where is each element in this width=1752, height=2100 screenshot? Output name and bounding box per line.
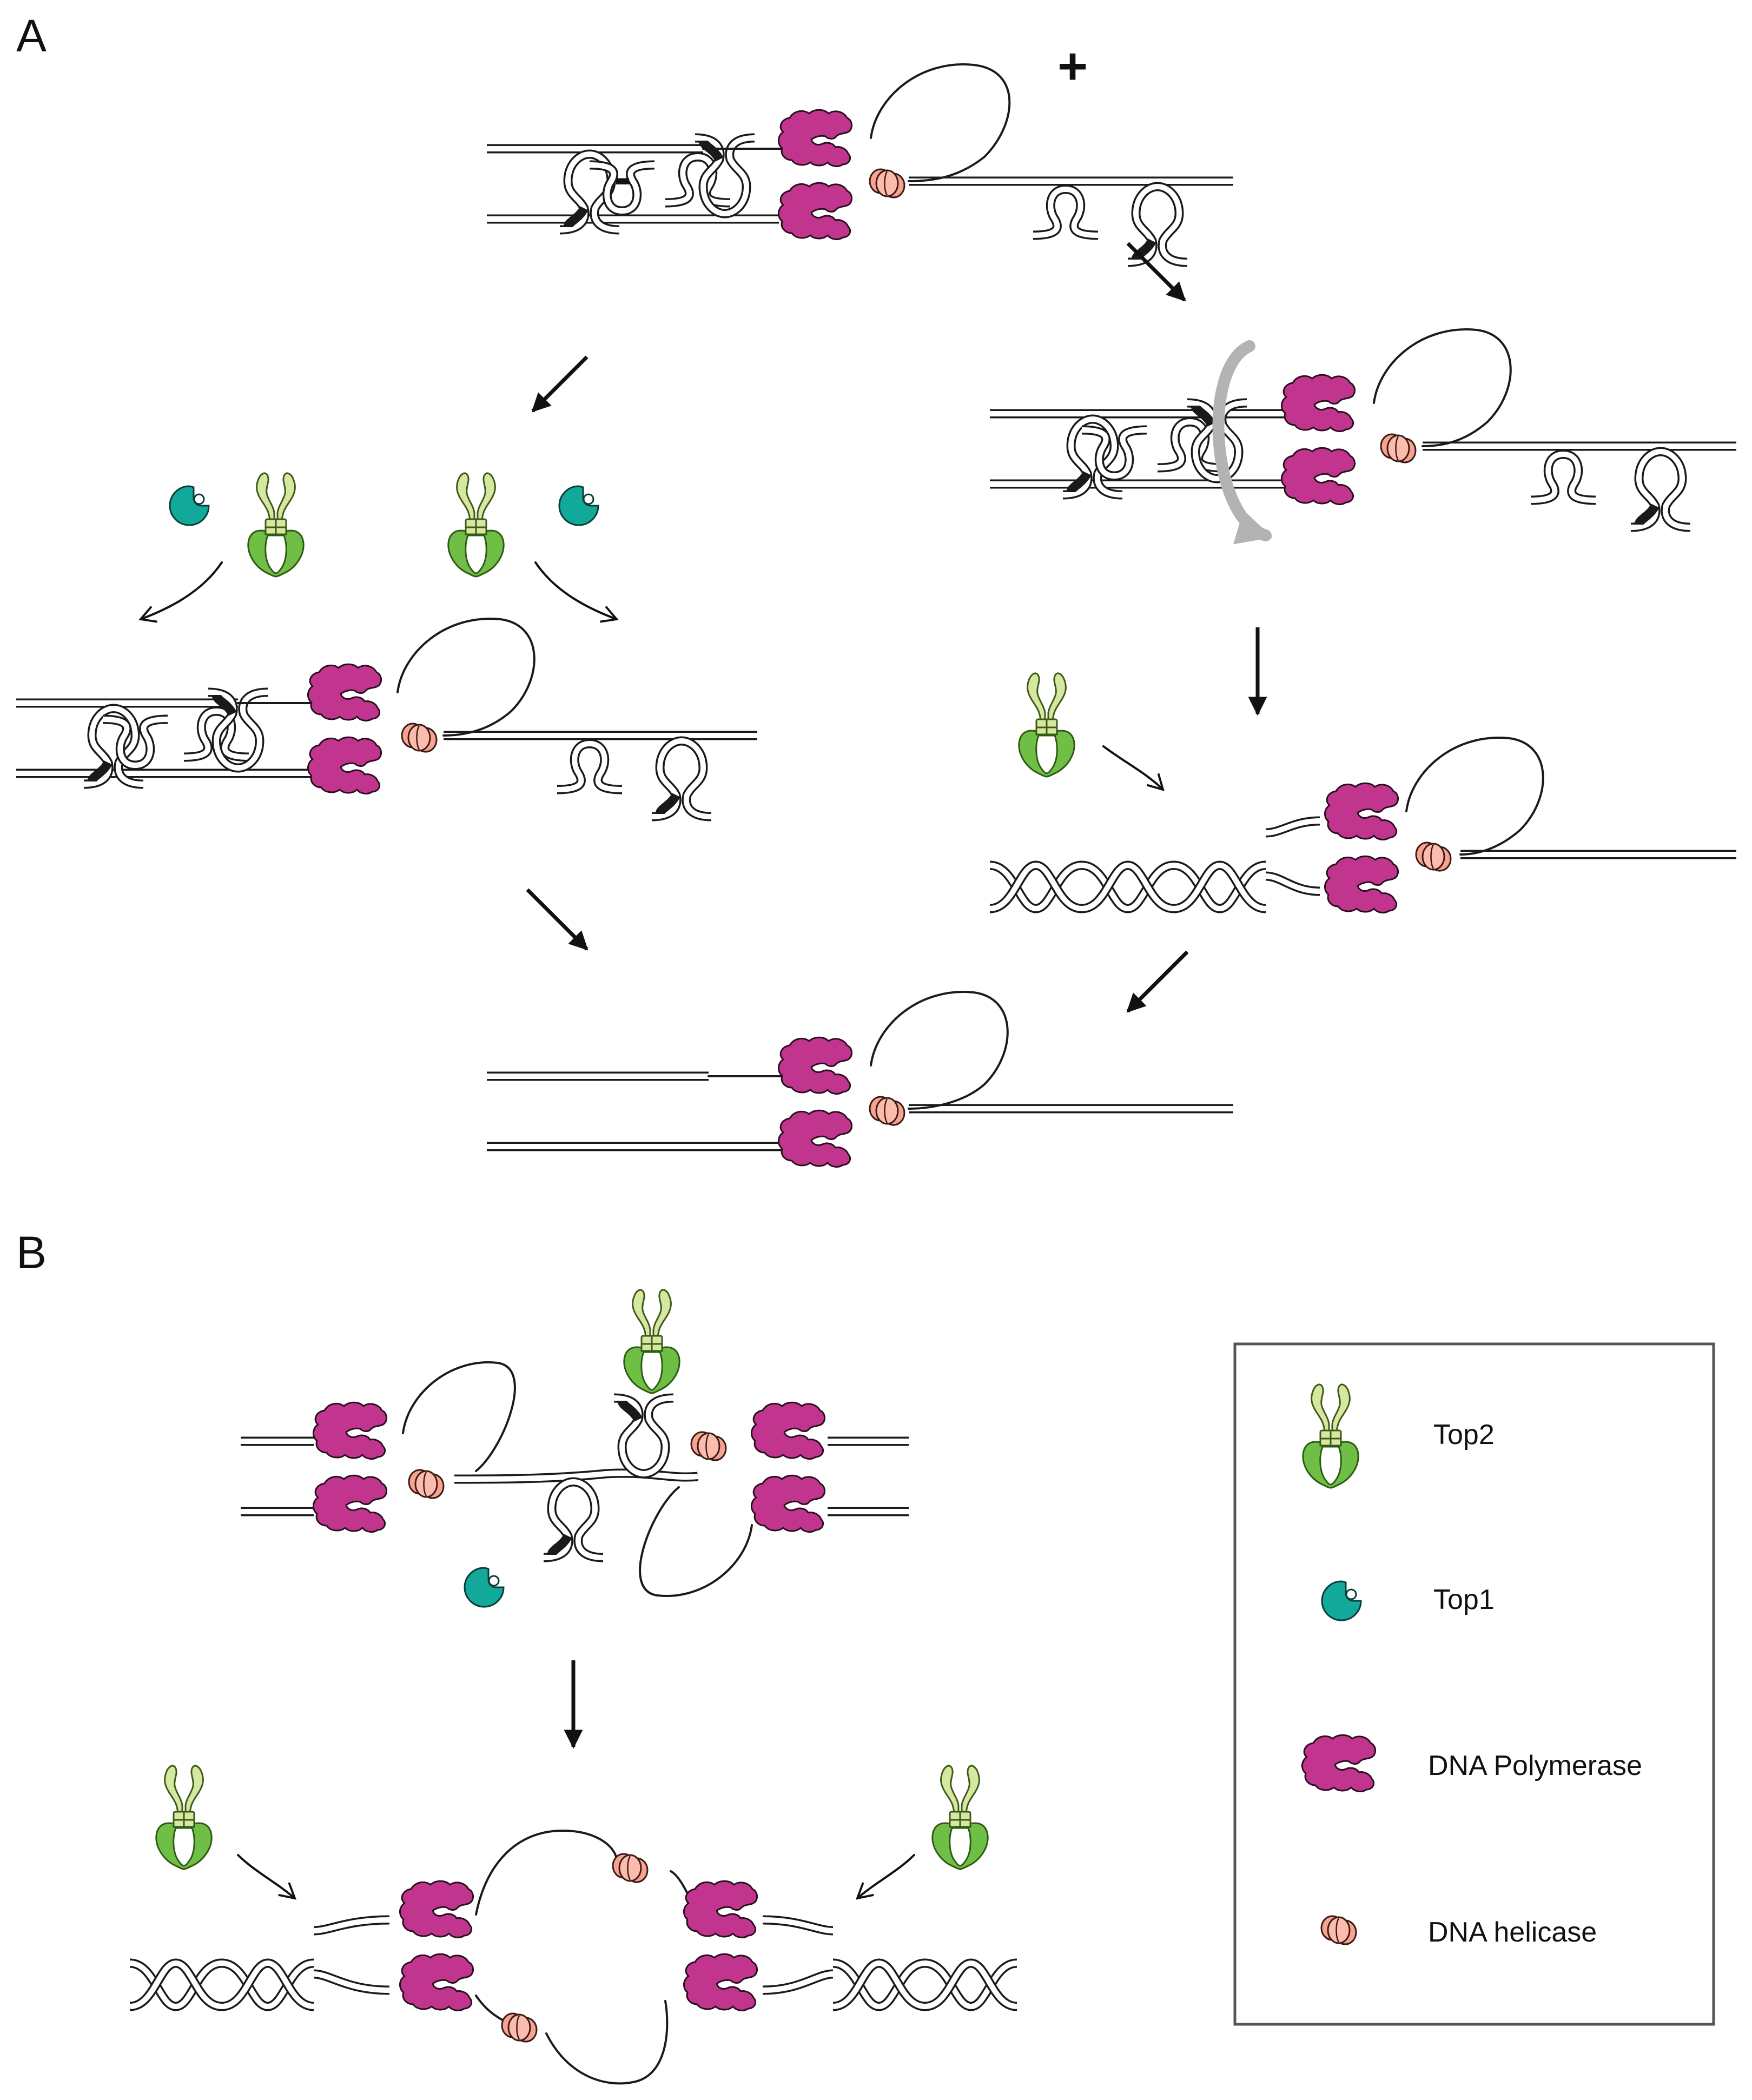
legend-label-dna-polymerase: DNA Polymerase xyxy=(1428,1750,1642,1781)
legend-label-top1: Top1 xyxy=(1433,1584,1495,1615)
panel-b-label: B xyxy=(16,1227,47,1278)
top2-icon xyxy=(623,1289,680,1394)
legend-label-top2: Top2 xyxy=(1433,1419,1495,1450)
converging-forks-bottom xyxy=(130,1765,1017,2085)
top2-icon xyxy=(447,472,505,578)
converging-forks-top xyxy=(241,1289,909,1608)
fork-a2-topoisomerase xyxy=(16,472,757,817)
legend-label-dna-helicase: DNA helicase xyxy=(1428,1917,1597,1948)
top1-icon xyxy=(169,485,210,526)
negative-supercoil-sign: - xyxy=(614,148,631,206)
legend-box xyxy=(1233,1342,1715,2026)
top1-icon xyxy=(1321,1580,1362,1621)
top1-icon xyxy=(558,485,599,526)
top2-icon xyxy=(931,1765,989,1870)
legend: Top2 Top1 DNA Polymerase DNA helicase xyxy=(1233,1342,1715,2026)
top2-icon xyxy=(247,472,305,578)
top2-icon xyxy=(155,1765,213,1870)
positive-supercoil-sign: + xyxy=(1057,37,1088,95)
arrow-a3-to-final xyxy=(1126,950,1189,1013)
arrow-a1-to-left xyxy=(531,355,589,413)
arrow-a2-left-to-final xyxy=(526,888,589,951)
arrow-a1-to-right xyxy=(1126,242,1186,302)
top2-icon xyxy=(1302,1383,1359,1489)
fork-a1-supercoiled: + - xyxy=(487,37,1233,262)
fork-a2-rotation xyxy=(990,328,1736,545)
fork-a3-precatenanes xyxy=(990,672,1736,913)
top2-icon xyxy=(1018,672,1075,778)
dna-polymerase-icon xyxy=(1301,1734,1377,1792)
fork-a4-relaxed xyxy=(487,991,1233,1168)
top1-icon xyxy=(464,1567,505,1608)
rotation-arrow xyxy=(1212,340,1273,545)
dna-helicase-icon xyxy=(1320,1915,1357,1945)
panel-a-label: A xyxy=(16,10,47,61)
